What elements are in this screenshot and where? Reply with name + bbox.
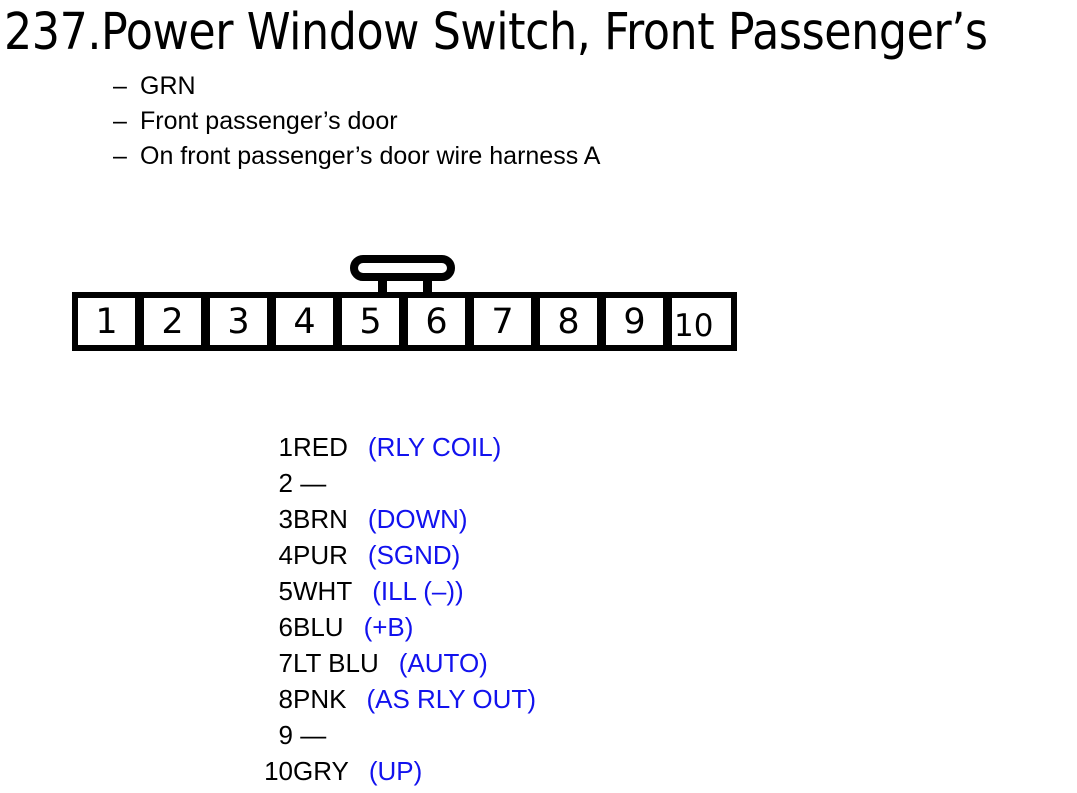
pin-number: 3 (278, 504, 293, 534)
note-text: GRN (140, 72, 196, 100)
connector-latch-leg-left (378, 273, 387, 293)
pin-row-9: 9 — (256, 717, 536, 753)
pin-cell-label: 8 (557, 301, 580, 342)
connector-pin-cell-4: 4 (276, 298, 333, 345)
pin-cell-label: 6 (425, 301, 448, 342)
pin-function: (AUTO) (398, 648, 488, 678)
connector-pin-cell-3: 3 (210, 298, 267, 345)
wire-color: LT BLU (293, 648, 379, 678)
connector-pin-cell-2: 2 (144, 298, 201, 345)
connector-pin-cell-10: 10 (672, 298, 731, 345)
note-item: – Front passenger’s door (113, 104, 600, 139)
pin-cell-label: 3 (227, 301, 250, 342)
pin-cell-label: 1 (95, 301, 118, 342)
connector-pin-cell-8: 8 (540, 298, 597, 345)
pin-row-10: 10 GRY (UP) (256, 753, 536, 789)
wire-color: PNK (293, 684, 347, 714)
connector-pin-cell-7: 7 (474, 298, 531, 345)
wire-color: WHT (293, 576, 353, 606)
wire-color: BRN (293, 504, 348, 534)
note-dash: – (113, 107, 127, 135)
page-title: 237.Power Window Switch, Front Passenger… (4, 3, 988, 62)
connector-latch-icon (350, 255, 455, 281)
pin-cell-label: 10 (674, 307, 714, 344)
connector-diagram: 1 2 3 4 5 6 7 8 9 10 (72, 292, 737, 351)
note-dash: – (113, 142, 127, 170)
pin-row-2: 2 — (256, 465, 536, 501)
notes-list: – GRN – Front passenger’s door – On fron… (113, 69, 600, 174)
pin-row-4: 4 PUR (SGND) (256, 537, 536, 573)
note-dash: – (113, 72, 127, 100)
pin-cell-label: 2 (161, 301, 184, 342)
pin-function: (AS RLY OUT) (366, 684, 536, 714)
note-text: On front passenger’s door wire harness A (140, 142, 601, 170)
pin-row-5: 5 WHT (ILL (–)) (256, 573, 536, 609)
note-text: Front passenger’s door (140, 107, 398, 135)
pin-cell-label: 5 (359, 301, 382, 342)
wire-color: PUR (293, 540, 348, 570)
pin-number: 4 (278, 540, 293, 570)
pin-assignment-table: 1 RED (RLY COIL) 2 — 3 BRN (DOWN) 4 PUR … (256, 429, 536, 789)
pin-row-3: 3 BRN (DOWN) (256, 501, 536, 537)
wire-color: — (293, 720, 327, 750)
pin-function: (+B) (363, 612, 414, 642)
pin-number: 7 (278, 648, 293, 678)
pin-cell-label: 7 (491, 301, 514, 342)
pin-function: (RLY COIL) (367, 432, 502, 462)
connector-pin-cell-5: 5 (342, 298, 399, 345)
connector-latch-leg-right (423, 273, 432, 293)
pin-cell-label: 4 (293, 301, 316, 342)
note-item: – On front passenger’s door wire harness… (113, 139, 600, 174)
pin-number: 9 (278, 720, 293, 750)
wire-color: BLU (293, 612, 344, 642)
connector-pin-cell-9: 9 (606, 298, 663, 345)
wire-color: GRY (293, 756, 349, 786)
pin-row-8: 8 PNK (AS RLY OUT) (256, 681, 536, 717)
pin-number: 6 (278, 612, 293, 642)
pin-function: (SGND) (367, 540, 461, 570)
pin-number: 2 (278, 468, 293, 498)
connector-pin-cell-6: 6 (408, 298, 465, 345)
pin-cell-label: 9 (623, 301, 646, 342)
wire-color: RED (293, 432, 348, 462)
pin-number: 5 (278, 576, 293, 606)
pin-function: (DOWN) (367, 504, 468, 534)
pin-row-6: 6 BLU (+B) (256, 609, 536, 645)
connector-pin-cell-1: 1 (78, 298, 135, 345)
pin-number: 10 (264, 756, 293, 786)
note-item: – GRN (113, 69, 600, 104)
pin-number: 1 (278, 432, 293, 462)
pin-function: (UP) (368, 756, 423, 786)
pin-number: 8 (278, 684, 293, 714)
pin-row-1: 1 RED (RLY COIL) (256, 429, 536, 465)
pin-row-7: 7 LT BLU (AUTO) (256, 645, 536, 681)
wire-color: — (293, 468, 327, 498)
pin-function: (ILL (–)) (372, 576, 464, 606)
